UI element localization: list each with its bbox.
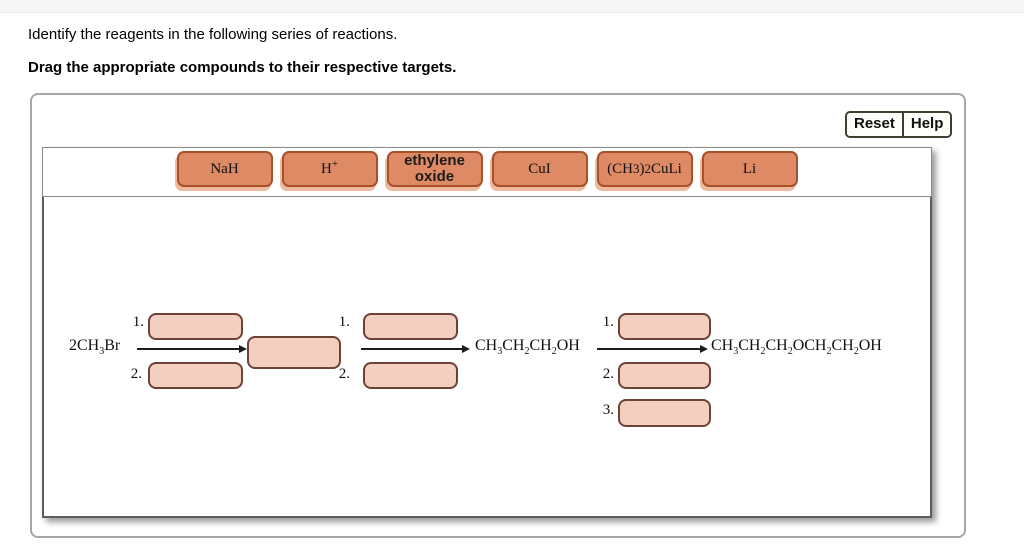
chip-nah-label: NaH [210, 160, 239, 177]
step2-target2-dropzone[interactable] [363, 362, 458, 389]
product-ch3ch2ch2och2ch2oh: CH3CH2CH2OCH2CH2OH [711, 337, 882, 357]
step3-target3-dropzone[interactable] [618, 399, 711, 427]
step1-target1-number: 1. [132, 314, 144, 330]
chip-cui-label: CuI [528, 160, 551, 177]
step1-arrow [137, 345, 247, 353]
step1-target2-dropzone[interactable] [148, 362, 243, 389]
step3-target3-number: 3. [602, 402, 614, 418]
chip-ch32culi[interactable]: (CH3)2CuLi [596, 151, 693, 187]
step1-target1-dropzone[interactable] [148, 313, 243, 340]
step2-target1-dropzone[interactable] [363, 313, 458, 340]
step3-target2-number: 2. [602, 366, 614, 382]
step2-arrow [361, 345, 470, 353]
step3-target1-dropzone[interactable] [618, 313, 711, 340]
chip-cui[interactable]: CuI [491, 151, 588, 187]
help-button[interactable]: Help [903, 113, 951, 136]
chip-h-plus[interactable]: H+ [281, 151, 378, 187]
chip-ch32culi-label: (CH3)2CuLi [607, 160, 682, 177]
chip-nah[interactable]: NaH [176, 151, 273, 187]
top-strip [0, 0, 1024, 13]
step3-target1-number: 1. [602, 314, 614, 330]
chip-li-label: Li [742, 160, 757, 177]
step3-target2-dropzone[interactable] [618, 362, 711, 389]
toolbar: Reset Help [845, 111, 953, 138]
chip-li[interactable]: Li [701, 151, 798, 187]
step2-target2-number: 2. [338, 366, 350, 382]
instruction-text: Identify the reagents in the following s… [28, 26, 398, 43]
reset-button[interactable]: Reset [847, 113, 904, 136]
step3-arrow [597, 345, 708, 353]
intermediate-product-dropzone[interactable] [247, 336, 341, 369]
drag-hint-text: Drag the appropriate compounds to their … [28, 59, 457, 76]
reactant-2ch3br: 2CH3Br [69, 337, 121, 357]
product-ch3ch2ch2oh: CH3CH2CH2OH [475, 337, 580, 357]
step1-target2-number: 2. [130, 366, 142, 382]
step2-target1-number: 1. [338, 314, 350, 330]
reaction-canvas [42, 197, 932, 518]
chip-h-plus-label: H+ [320, 157, 339, 177]
